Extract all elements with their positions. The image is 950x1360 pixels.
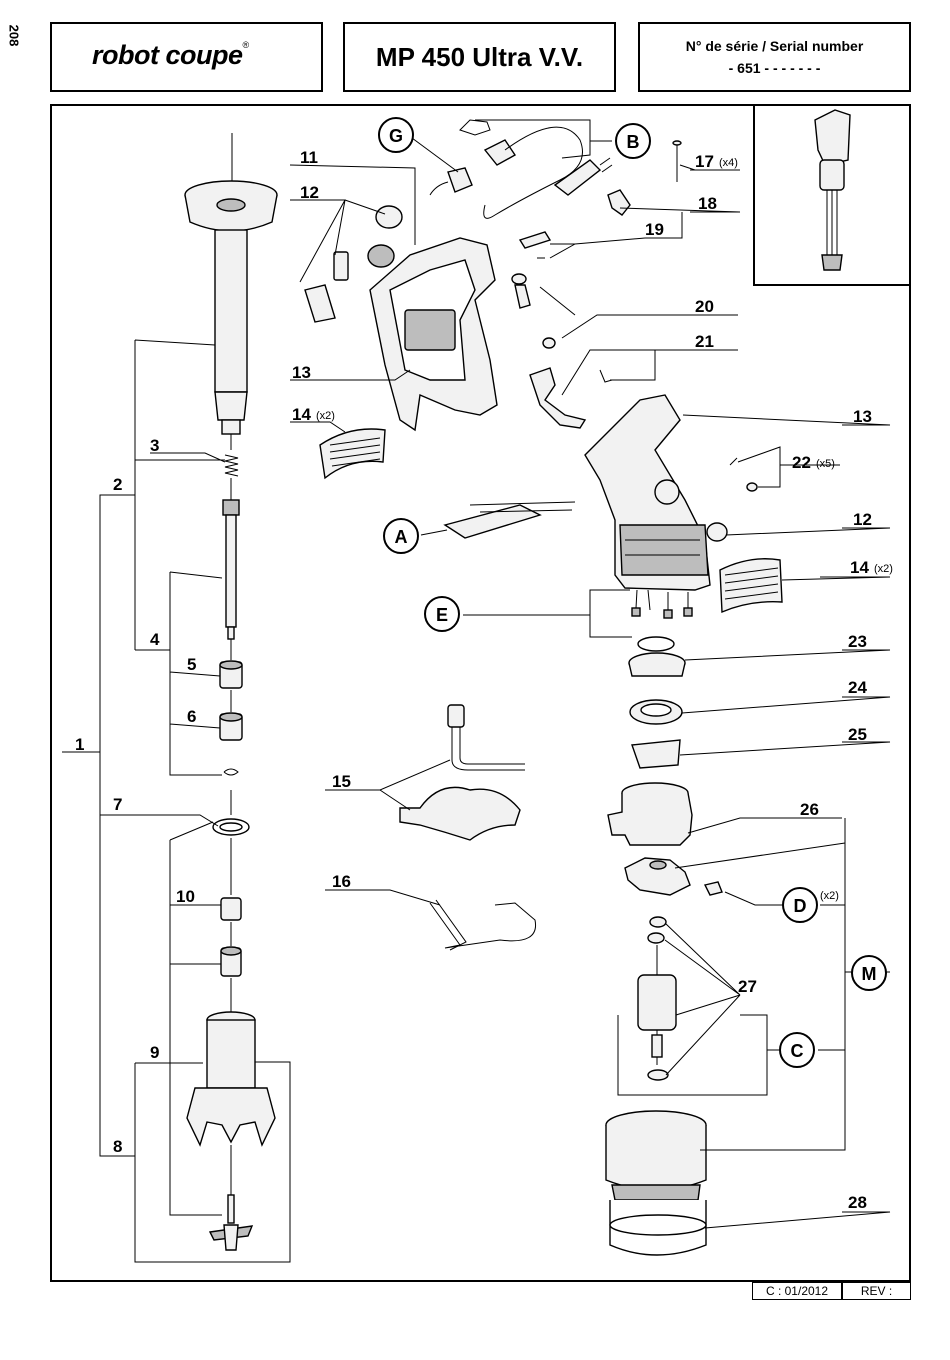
part-label-11: 11 — [300, 148, 318, 167]
circle-label-m: M — [852, 956, 886, 990]
part-label-25: 25 — [848, 725, 867, 744]
part-label-5: 5 — [187, 655, 196, 674]
screws-22-illustration — [730, 458, 757, 491]
brush-d-illustration — [705, 882, 722, 895]
grid-14-right-illustration — [720, 559, 782, 612]
handle-half-13-right-illustration — [585, 395, 710, 590]
bush-6-illustration — [220, 713, 242, 815]
circle-label-e: E — [425, 597, 459, 631]
stator-illustration — [606, 1111, 706, 1200]
bearing-10-illustration — [221, 898, 241, 1012]
part-label-26: 26 — [800, 800, 819, 819]
part-label-24: 24 — [848, 678, 867, 697]
clip-25-illustration — [632, 740, 680, 768]
part-label-12-left: 12 — [300, 183, 319, 202]
part-label-15: 15 — [332, 772, 351, 791]
wires-e-illustration — [632, 590, 692, 618]
part-label-20: 20 — [695, 297, 714, 316]
circle-label-a-text: A — [395, 527, 408, 547]
multiplier-14-right: (x2) — [874, 563, 893, 575]
part-label-7: 7 — [113, 795, 122, 814]
multiplier-d: (x2) — [820, 890, 839, 902]
bracket-16-illustration — [430, 900, 536, 950]
part-label-21: 21 — [695, 332, 714, 351]
coupling-5-illustration — [220, 661, 242, 712]
footer-date: C : 01/2012 — [752, 1282, 842, 1300]
part-label-27: 27 — [738, 977, 757, 996]
part-label-19: 19 — [645, 220, 664, 239]
shaft-tube-illustration — [185, 133, 277, 450]
part-label-22: 22 — [792, 453, 811, 472]
part-label-3: 3 — [150, 436, 159, 455]
footer-revision: REV : — [842, 1282, 911, 1300]
circle-label-a: A — [384, 519, 418, 553]
part-number-labels: 1 2 3 4 5 6 7 8 9 10 11 12 12 13 13 14 (… — [75, 148, 893, 1212]
screw-17-illustration — [673, 141, 681, 182]
drive-shaft-4-illustration — [223, 500, 239, 660]
product-thumbnail-illustration — [815, 110, 850, 270]
part-label-1: 1 — [75, 735, 84, 754]
button-20-illustration — [512, 274, 555, 348]
bearings-27-illustration — [638, 917, 676, 1080]
part-label-4: 4 — [150, 630, 160, 649]
part-label-14-right: 14 — [850, 558, 869, 577]
connector-g-illustration — [430, 168, 472, 195]
part-label-18: 18 — [698, 194, 717, 213]
part-label-23: 23 — [848, 632, 867, 651]
multiplier-14-left: (x2) — [316, 410, 335, 422]
part-label-16: 16 — [332, 872, 351, 891]
bell-housing-illustration — [187, 1012, 275, 1195]
part-label-10: 10 — [176, 887, 195, 906]
circle-label-c-text: C — [791, 1041, 804, 1061]
handle-half-13-left-illustration — [370, 238, 497, 430]
casing-26-illustration — [608, 783, 692, 895]
part-label-12-right: 12 — [853, 510, 872, 529]
fan-23-illustration — [629, 637, 685, 676]
circle-label-d: D — [783, 888, 817, 922]
part-label-8: 8 — [113, 1137, 122, 1156]
lever-21-illustration — [530, 368, 612, 428]
circle-label-c: C — [780, 1033, 814, 1067]
multiplier-17: (x4) — [719, 157, 738, 169]
clip-18-illustration — [608, 190, 630, 215]
circle-label-m-text: M — [862, 964, 877, 984]
circuit-board-a-illustration — [445, 502, 575, 538]
circle-label-g: G — [379, 118, 413, 152]
part-label-28: 28 — [848, 1193, 867, 1212]
switch-19-illustration — [520, 232, 550, 258]
circle-label-e-text: E — [436, 605, 448, 625]
spring-3-illustration — [225, 455, 238, 500]
part-label-13-left: 13 — [292, 363, 311, 382]
part-label-13-right: 13 — [853, 407, 872, 426]
cable-b-illustration — [460, 120, 612, 218]
part-label-17: 17 — [695, 152, 714, 171]
circle-label-d-text: D — [794, 896, 807, 916]
motor-cover-28-illustration — [610, 1200, 706, 1255]
circle-label-g-text: G — [389, 126, 403, 146]
multiplier-22: (x5) — [816, 458, 835, 470]
handle-15-illustration — [400, 705, 525, 840]
part-label-9: 9 — [150, 1043, 159, 1062]
o-ring-7-illustration — [213, 819, 249, 895]
circle-label-b-text: B — [627, 132, 640, 152]
blade-8-illustration — [210, 1195, 252, 1250]
part-label-2: 2 — [113, 475, 122, 494]
grid-14-left-illustration — [320, 429, 385, 478]
circle-label-b: B — [616, 124, 650, 158]
button-12-right-illustration — [707, 523, 727, 541]
part-label-14-left: 14 — [292, 405, 311, 424]
part-label-6: 6 — [187, 707, 196, 726]
ring-24-illustration — [630, 700, 682, 724]
